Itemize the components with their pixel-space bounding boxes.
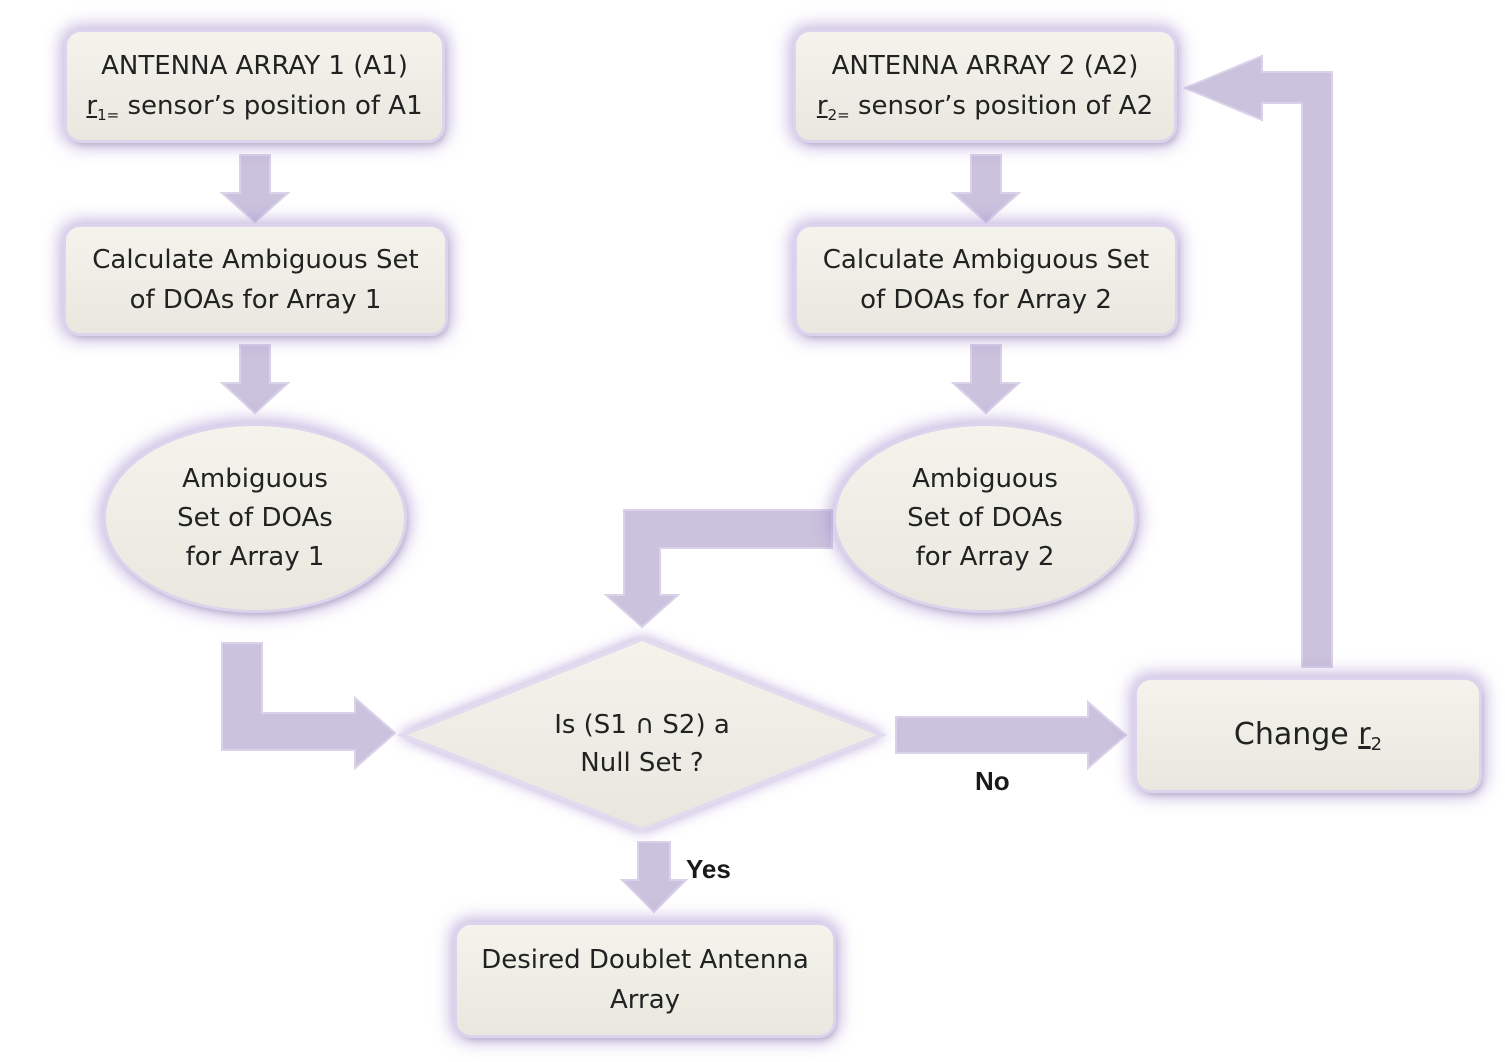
result-line-2: Array [609, 985, 681, 1015]
array1-position-text: sensor’s position of A1 [119, 91, 423, 121]
array1-r-subscript: 1= [97, 106, 120, 124]
node-calculate-set-2: Calculate Ambiguous Set of DOAs for Arra… [797, 227, 1175, 333]
set1-line-2: Set of DOAs [177, 502, 333, 533]
node-ambiguous-set-2: Ambiguous Set of DOAs for Array 2 [836, 426, 1134, 610]
set2-line-3: for Array 2 [915, 541, 1055, 572]
node-calculate-set-1: Calculate Ambiguous Set of DOAs for Arra… [66, 227, 445, 333]
change-prefix: Change [1233, 717, 1359, 752]
node-antenna-array-2: ANTENNA ARRAY 2 (A2) r2= sensor’s positi… [796, 32, 1174, 140]
arrow-change-to-array2-loop [1182, 54, 1333, 668]
edge-label-yes: Yes [686, 854, 731, 884]
set1-line-3: for Array 1 [185, 541, 325, 572]
arrow-calc2-to-set2 [950, 344, 1022, 415]
set2-line-1: Ambiguous [912, 463, 1058, 494]
arrow-set2-to-decision [603, 509, 833, 629]
array2-r-subscript: 2= [827, 106, 850, 124]
arrow-array2-to-calc2 [950, 154, 1022, 224]
array2-title: ANTENNA ARRAY 2 (A2) [831, 51, 1139, 81]
calc1-line-2: of DOAs for Array 1 [129, 285, 382, 315]
change-label: Change r2 [1234, 715, 1382, 755]
node-change-r2: Change r2 [1137, 680, 1479, 790]
calc2-line-1: Calculate Ambiguous Set [822, 245, 1150, 275]
decision-line-1: Is (S1 ∩ S2) a [554, 710, 730, 740]
result-line-1: Desired Doublet Antenna [481, 945, 809, 975]
arrow-decision-to-change-no [895, 699, 1128, 771]
edge-label-no: No [975, 766, 1010, 796]
array2-r-symbol: r [816, 91, 828, 121]
change-r-symbol: r [1358, 717, 1371, 752]
arrow-decision-to-result-yes [619, 841, 689, 914]
calc1-line-1: Calculate Ambiguous Set [92, 245, 419, 275]
set1-line-1: Ambiguous [182, 463, 328, 494]
node-ambiguous-set-1: Ambiguous Set of DOAs for Array 1 [106, 426, 404, 610]
calc2-line-2: of DOAs for Array 2 [860, 285, 1112, 315]
arrow-calc1-to-set1 [219, 344, 291, 415]
array2-position: r2= sensor’s position of A2 [817, 86, 1153, 126]
set2-line-2: Set of DOAs [907, 502, 1063, 533]
array2-position-text: sensor’s position of A2 [849, 91, 1154, 121]
decision-diamond [396, 636, 888, 833]
decision-line-2: Null Set ? [580, 748, 704, 778]
arrow-array1-to-calc1 [219, 154, 291, 224]
arrow-set1-to-decision [221, 642, 397, 771]
node-desired-doublet-array: Desired Doublet Antenna Array [457, 925, 833, 1035]
array1-title: ANTENNA ARRAY 1 (A1) [101, 51, 408, 81]
decision-text: Is (S1 ∩ S2) a Null Set ? [502, 706, 782, 782]
array1-r-symbol: r [86, 91, 98, 121]
node-antenna-array-1: ANTENNA ARRAY 1 (A1) r1= sensor’s positi… [67, 32, 442, 140]
change-r-subscript: 2 [1370, 734, 1383, 755]
array1-position: r1= sensor’s position of A1 [86, 86, 422, 126]
